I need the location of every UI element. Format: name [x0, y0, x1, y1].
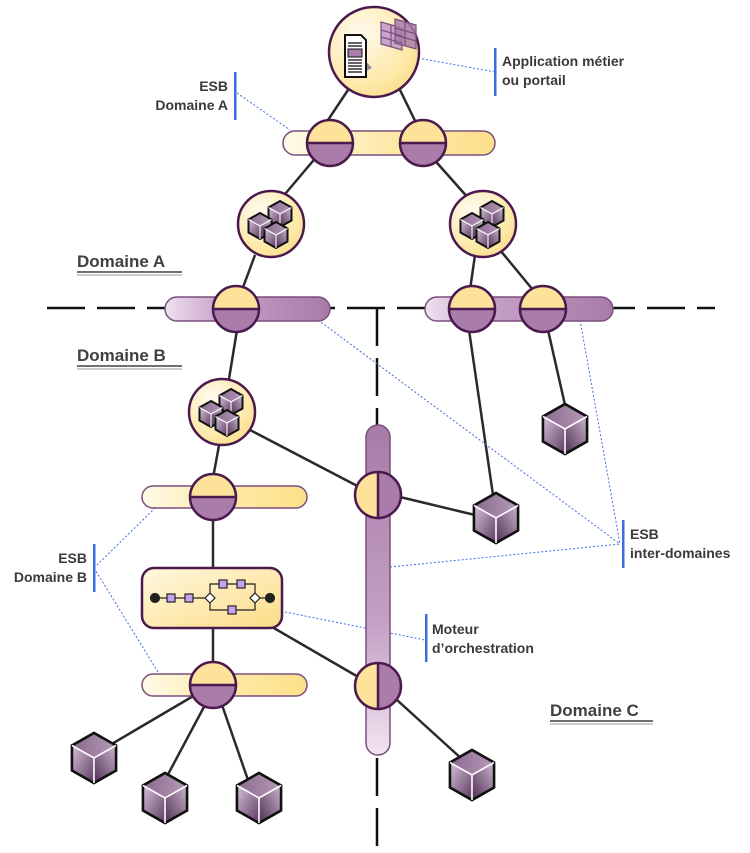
- service-cube-c-bottom: [448, 748, 496, 802]
- service-cube-c-top: [541, 402, 589, 456]
- label-esb-a-line1: ESB: [199, 78, 228, 94]
- connector-vertical-top: [353, 470, 403, 520]
- domain-a-title: Domaine A: [77, 252, 182, 276]
- callout-bars: [93, 48, 625, 662]
- connector-esb-b-top: [188, 472, 238, 522]
- service-cube-b-1: [70, 731, 118, 785]
- connector-vertical-bottom: [353, 661, 403, 711]
- connector-inter-right-2: [518, 284, 568, 334]
- connector-inter-left: [211, 284, 261, 334]
- label-esb-inter-line2: inter-domaines: [630, 545, 731, 561]
- domain-c-label: Domaine C: [550, 701, 639, 720]
- service-group-a-right: [450, 191, 516, 257]
- domain-a-label: Domaine A: [77, 252, 165, 271]
- connection-lines: [109, 89, 567, 781]
- label-esb-b-line2: Domaine B: [14, 569, 87, 585]
- label-application-line2: ou portail: [502, 72, 566, 88]
- document-icon: [344, 34, 372, 78]
- domain-b-label: Domaine B: [77, 346, 166, 365]
- callout-leaders: [93, 57, 621, 673]
- service-cube-b-2: [141, 771, 189, 825]
- label-esb-a-line2: Domaine A: [155, 97, 228, 113]
- label-esb-b-line1: ESB: [58, 550, 87, 566]
- connector-esb-a-right: [398, 118, 448, 168]
- process-flow-icon: [149, 579, 276, 615]
- grid-icon: [380, 18, 417, 51]
- service-cube-c-mid: [472, 491, 520, 545]
- domain-c-title: Domaine C: [550, 701, 653, 725]
- label-moteur-line1: Moteur: [432, 621, 479, 637]
- service-group-a-left: [238, 191, 304, 257]
- connector-inter-right-1: [447, 284, 497, 334]
- label-application-line1: Application métier: [502, 53, 625, 69]
- label-moteur-line2: d’orchestration: [432, 640, 534, 656]
- orchestration-engine: [140, 566, 284, 630]
- domain-b-title: Domaine B: [77, 346, 182, 370]
- connector-esb-b-bottom: [188, 660, 238, 710]
- connector-esb-a-left: [305, 118, 355, 168]
- service-cube-b-3: [235, 771, 283, 825]
- service-group-b: [189, 379, 255, 445]
- label-esb-inter-line1: ESB: [630, 526, 659, 542]
- application-node: [327, 5, 421, 99]
